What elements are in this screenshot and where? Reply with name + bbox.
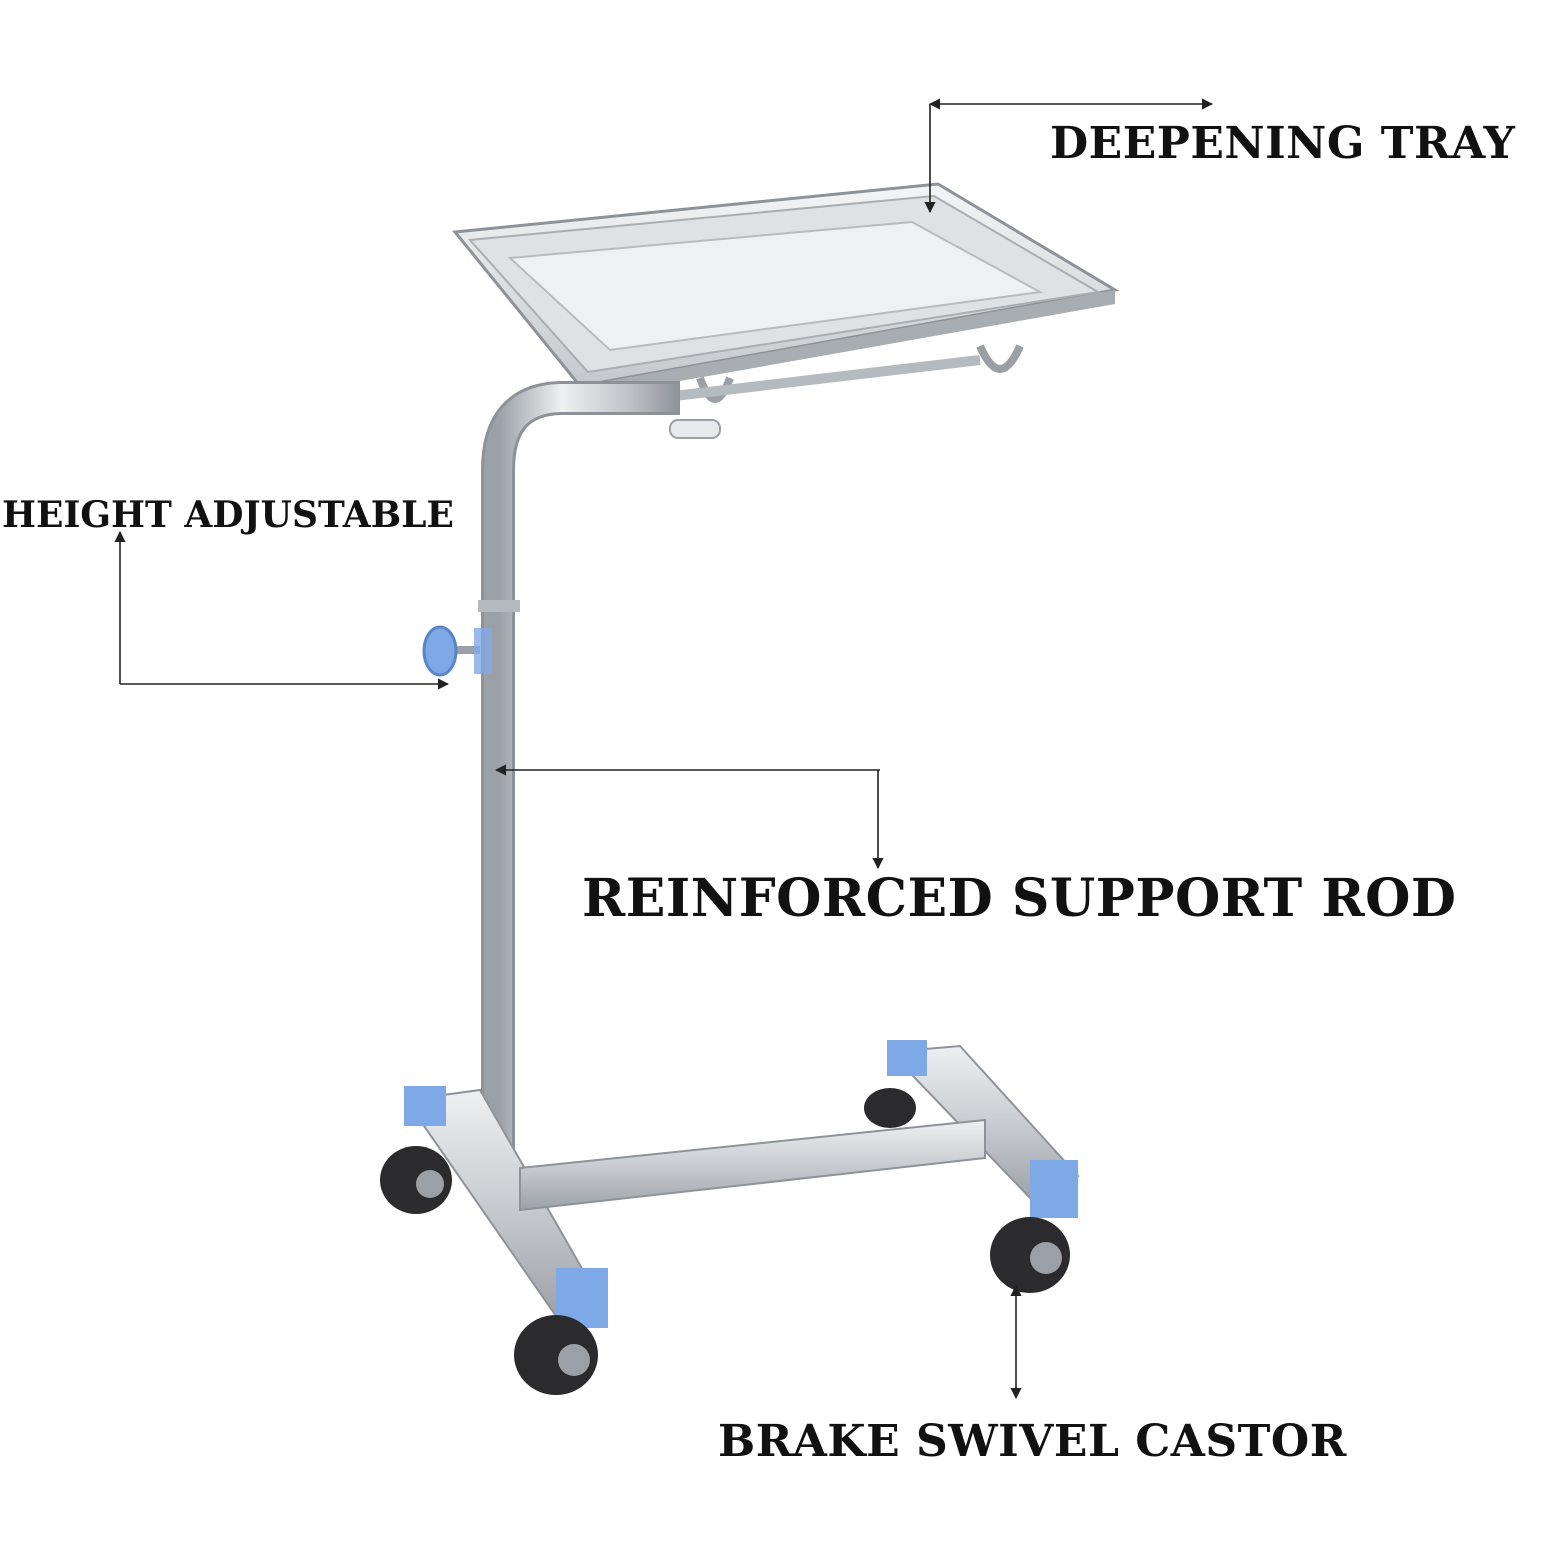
castor-wheel-icon <box>380 1146 452 1214</box>
support-rod <box>478 381 680 1186</box>
h-base <box>404 1040 1080 1328</box>
brake-swivel-castor-label: BRAKE SWIVEL CASTOR <box>718 1416 1347 1467</box>
leader-lines <box>114 98 1214 1400</box>
castor-wheel-icon <box>514 1315 598 1395</box>
end-cap-icon <box>1030 1160 1078 1218</box>
castor-wheel-icon <box>990 1217 1070 1293</box>
reinforced-support-rod-label: REINFORCED SUPPORT ROD <box>582 868 1457 929</box>
castor-wheels <box>380 1088 1070 1395</box>
castor-wheel-icon <box>864 1088 916 1128</box>
height-adjustable-label: HEIGHT ADJUSTABLE <box>2 494 454 536</box>
end-cap-icon <box>887 1040 927 1076</box>
end-cap-icon <box>404 1086 446 1126</box>
deepening-tray <box>452 182 1120 439</box>
deepening-tray-label: DEEPENING TRAY <box>1050 118 1516 169</box>
height-adjust-knob-icon <box>422 625 492 677</box>
